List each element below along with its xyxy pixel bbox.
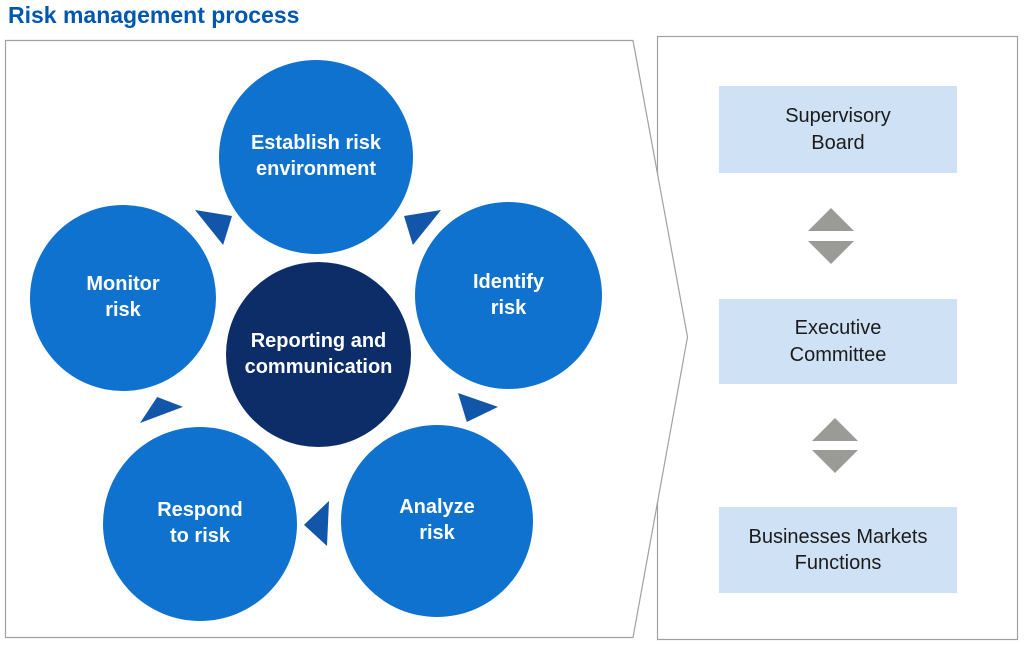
hierarchy-box-label: Businesses Markets Functions [748,525,928,574]
cycle-step-establish-risk-environment: Establish risk environment [219,60,413,254]
cycle-center-label: Reporting and communication [244,329,393,378]
hierarchy-box-label: Supervisory Board [785,105,891,154]
cycle-step-respond-to-risk: Respond to risk [103,427,297,621]
cycle-step-label: Respond to risk [157,499,243,547]
page-title: Risk management process [8,2,300,28]
hierarchy-box-executive-committee: Executive Committee [719,299,957,384]
cycle-step-label: Analyze risk [399,496,475,544]
hierarchy-box-label: Executive Committee [789,317,887,366]
cycle-step-label: Identify risk [472,270,545,319]
hierarchy-box-businesses-markets-functions: Businesses Markets Functions [719,507,957,593]
cycle-step-label: Monitor risk [86,273,160,321]
cycle-step-analyze-risk: Analyze risk [341,425,533,617]
cycle-step-identify-risk: Identify risk [415,202,602,389]
cycle-step-monitor-risk: Monitor risk [30,205,216,391]
cycle-center-reporting-communication: Reporting and communication [226,262,411,447]
cycle-step-label: Establish risk environment [250,132,382,180]
hierarchy-box-supervisory-board: Supervisory Board [719,86,957,173]
